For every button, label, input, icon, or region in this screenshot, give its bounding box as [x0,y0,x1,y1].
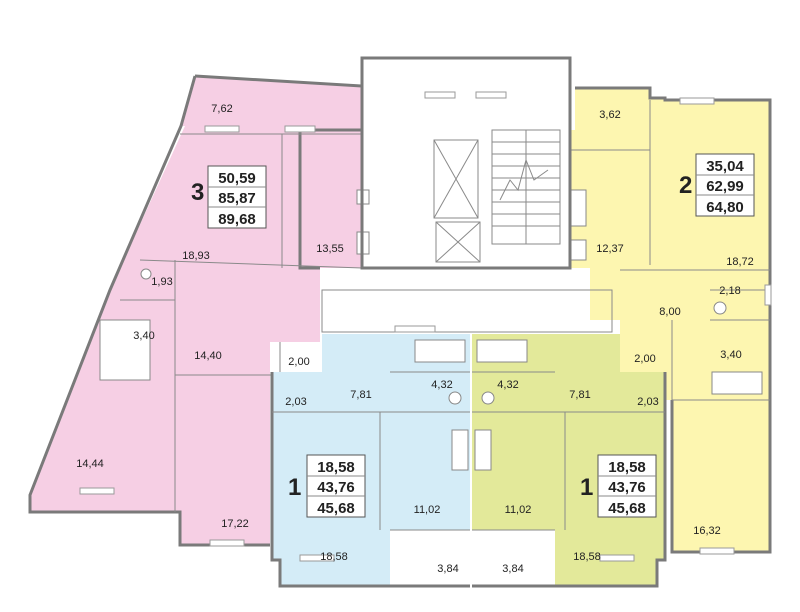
total-area-with-loggia: 64,80 [706,199,744,216]
room-area: 18,72 [726,256,754,268]
room-area: 3,40 [720,349,741,361]
toilet-icon [448,391,462,405]
living-area: 50,59 [218,170,256,187]
elevator-cross [435,221,481,263]
room-area: 2,00 [288,356,309,368]
room-area: 7,81 [350,389,371,401]
total-area-with-loggia: 89,68 [218,211,256,228]
core-walls [360,56,572,270]
room-area: 1,93 [151,276,172,288]
room-area: 7,81 [569,389,590,401]
stair-arrow-icon [499,158,549,201]
total-area-with-loggia: 45,68 [608,500,646,517]
room-area: 3,40 [133,330,154,342]
room-area: 18,58 [320,551,348,563]
room-labels: 7,62 18,93 13,55 1,93 3,40 14,40 2,00 14… [76,103,754,575]
window [79,487,115,495]
sink-icon [569,189,587,227]
elevator-shaft [433,139,479,219]
room-area: 4,32 [497,379,518,391]
room-area: 14,44 [76,458,104,470]
summary-box [207,165,267,229]
room-area: 3,62 [599,109,620,121]
apt-1-right-summary: 1 18,58 43,76 45,68 [580,454,657,518]
apartment-1-room-right [472,334,667,588]
total-area: 43,76 [608,479,646,496]
window [204,125,240,133]
room-area: 18,58 [573,551,601,563]
apt-1-left-fill [272,334,470,586]
room-area: 2,03 [285,396,306,408]
elevator-shaft [435,221,481,263]
room-count: 2 [679,172,692,199]
room-area: 16,32 [693,525,721,537]
corridor [321,289,613,333]
room-count: 3 [191,179,204,206]
apt-3-outer-wall [28,75,270,547]
room-area: 13,55 [316,243,344,255]
bathtub-icon [99,319,151,381]
room-area: 18,93 [182,250,210,262]
apt-2-summary: 2 35,04 62,99 64,80 [679,153,755,217]
room-area: 7,62 [211,103,232,115]
window [284,125,316,133]
total-area: 85,87 [218,190,256,207]
room-area: 4,32 [431,379,452,391]
apartment-1-room-left [270,334,470,588]
room-area: 2,00 [634,353,655,365]
apt-1-right-walls [472,372,667,588]
apt-3-summary: 3 50,59 85,87 89,68 [191,165,267,229]
apt-1-right-fill [472,334,665,586]
room-count: 1 [580,474,593,501]
summary-box [695,153,755,217]
window [424,91,456,99]
window [699,547,735,555]
room-area: 8,00 [659,306,680,318]
toilet-icon [481,391,495,405]
apt-3-fill [30,76,362,545]
room-area: 3,84 [502,563,523,575]
summary-box [306,454,366,518]
room-area: 3,84 [437,563,458,575]
total-area-with-loggia: 45,68 [317,500,355,517]
room-area: 12,37 [596,243,624,255]
total-area: 43,76 [317,479,355,496]
room-area: 17,22 [221,518,249,530]
apt-1-left-walls [270,372,470,588]
toilet-icon [140,268,152,280]
wall-line [139,259,363,269]
room-count: 1 [288,474,301,501]
apt-1-left-summary: 1 18,58 43,76 45,68 [288,454,366,518]
window [394,325,436,333]
toilet-icon [713,301,727,315]
stove-icon [474,429,492,471]
bathtub-icon [711,371,763,395]
apt-3-walls [194,74,364,270]
window [764,284,772,306]
room-area: 14,40 [194,350,222,362]
total-area: 62,99 [706,178,744,195]
window [679,97,715,105]
living-area: 35,04 [706,158,744,175]
room-area: 11,02 [505,504,532,516]
stove-icon [451,429,469,471]
room-area: 11,02 [414,504,441,516]
living-area: 18,58 [608,459,646,476]
building-core [321,56,613,333]
elevator-cross [433,139,479,219]
bathtub-icon [476,339,528,363]
stove-icon [569,239,587,261]
room-area: 2,03 [637,396,658,408]
living-area: 18,58 [317,459,355,476]
summary-box [597,454,657,518]
room-area: 2,18 [719,285,740,297]
window [209,539,245,547]
window [475,91,507,99]
apartment-3-room [28,74,370,547]
window [299,554,335,562]
window [599,554,635,562]
bathtub-icon [414,339,466,363]
